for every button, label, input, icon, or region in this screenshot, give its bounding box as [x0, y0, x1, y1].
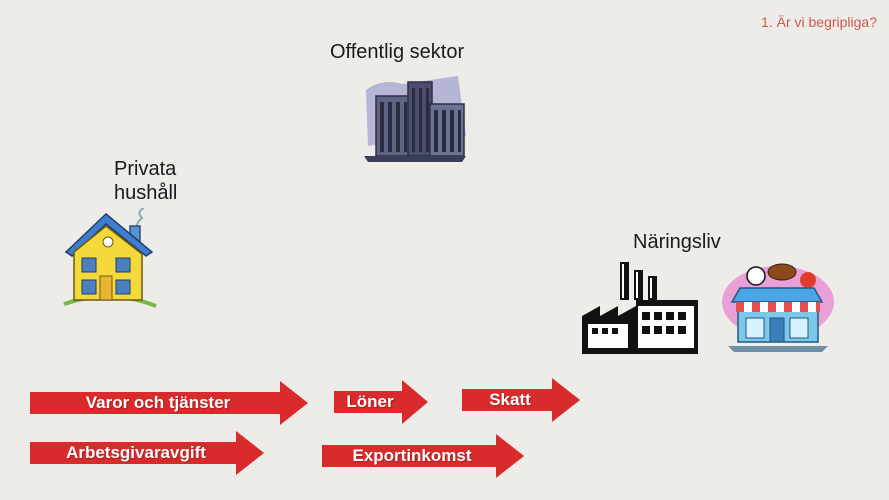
tax-arrow-label: Skatt [489, 390, 531, 409]
households-label-line2: hushåll [114, 182, 178, 204]
office-buildings-icon [362, 74, 470, 171]
export-income-arrow: Exportinkomst [322, 434, 524, 478]
wages-arrow: Löner [334, 380, 428, 424]
households-label-line1: Privata [114, 158, 177, 180]
employer-fee-arrow-label: Arbetsgivaravgift [66, 443, 206, 462]
tax-arrow: Skatt [462, 378, 580, 422]
goods-services-arrow: Varor och tjänster [30, 381, 308, 425]
business-label: Näringsliv [633, 231, 721, 253]
export-income-arrow-label: Exportinkomst [352, 446, 472, 465]
households-label: Privata hushåll [114, 157, 177, 205]
shop-icon [718, 262, 836, 359]
goods-services-arrow-label: Varor och tjänster [85, 393, 231, 412]
public-sector-label: Offentlig sektor [330, 41, 465, 63]
wages-arrow-label: Löner [346, 392, 394, 411]
house-icon [60, 207, 160, 317]
factory-icon [580, 262, 700, 363]
employer-fee-arrow: Arbetsgivaravgift [30, 431, 264, 475]
slide-tag: 1. Är vi begripliga? [761, 14, 877, 30]
